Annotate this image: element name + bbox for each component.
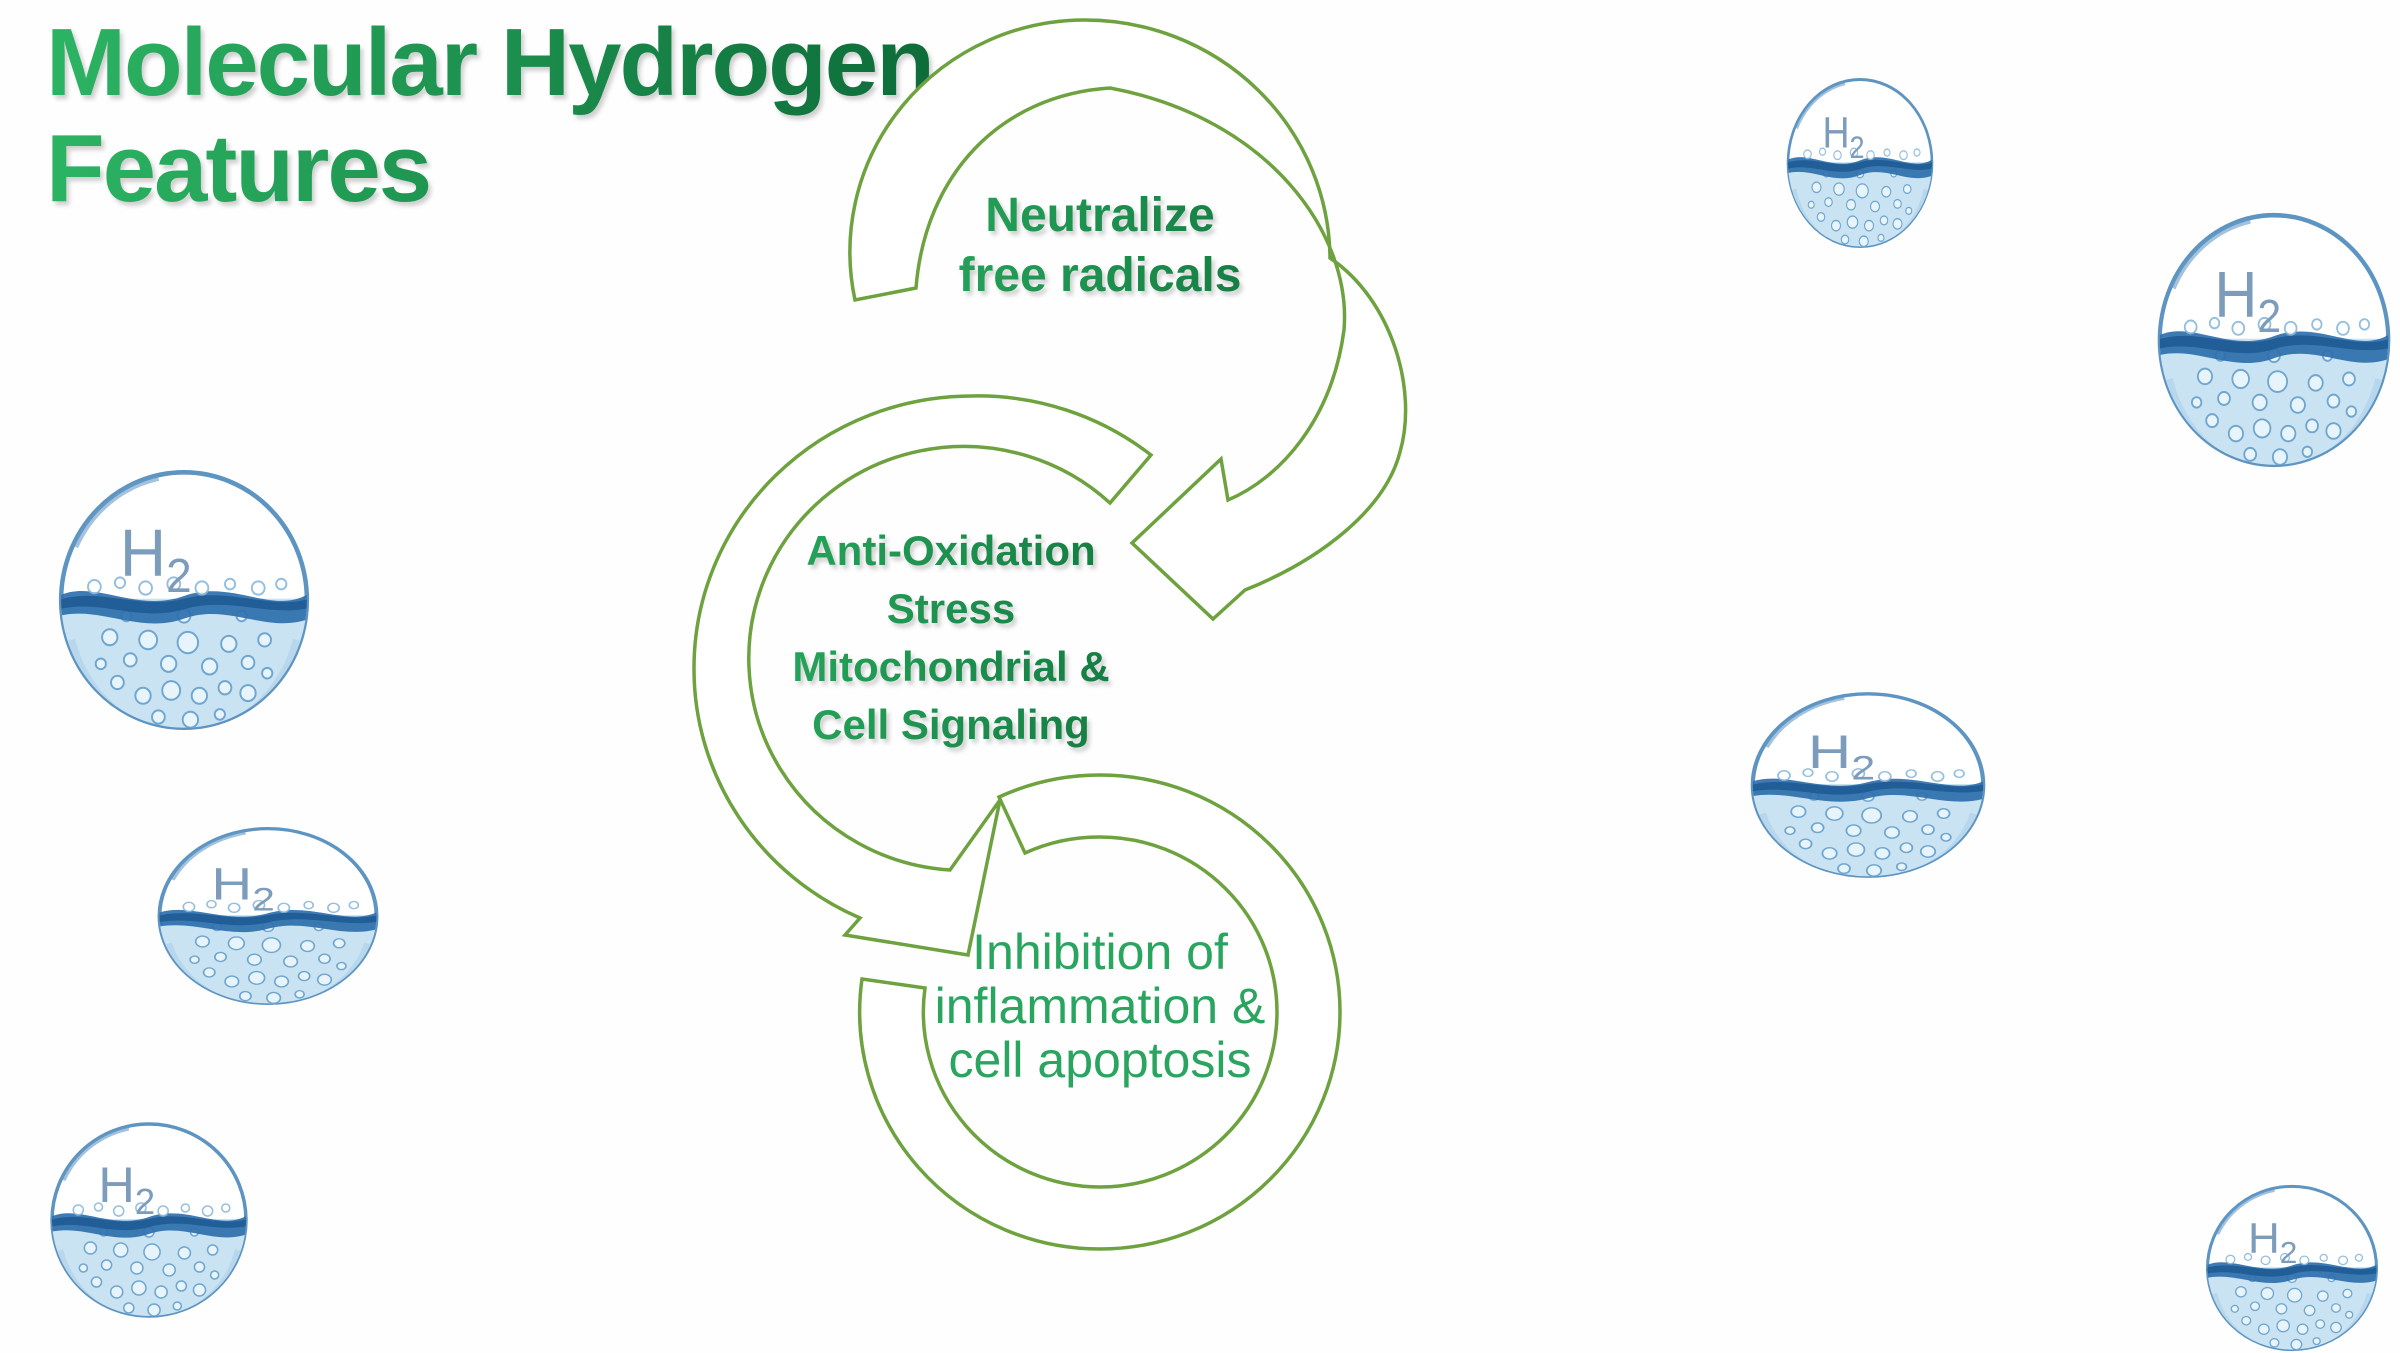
h2-label: H2 [2214,259,2281,342]
h2-label: H2 [98,1157,155,1222]
cycle-arrow-middle [692,394,1154,957]
cycle-arrow-bottom [857,773,1342,1251]
title-line-1: Molecular Hydrogen [46,9,935,116]
h2-bubble: H2 [1785,76,1935,250]
h2-label: H2 [1808,726,1875,787]
step-line: Anti-Oxidation [651,522,1251,580]
h2-label: H2 [1822,108,1864,166]
step-line: Neutralize [800,186,1400,246]
water-bubble-graphic [155,829,381,1007]
step-label-neutralize: Neutralize free radicals [800,186,1400,306]
title-line-2: Features [46,116,933,222]
h2-bubble: H2 [56,467,312,733]
water-bubble-graphic [56,472,312,733]
water-bubble-graphic [48,1124,250,1320]
h2-bubble: H2 [2155,210,2393,470]
page-title: Molecular Hydrogen Features [46,9,935,222]
h2-bubble: H2 [2204,1183,2380,1353]
h2-bubble: H2 [155,825,381,1007]
step-line: Stress [651,580,1251,638]
h2-label: H2 [120,516,192,602]
step-line: Mitochondrial & [651,638,1251,696]
step-label-anti-oxidation: Anti-Oxidation Stress Mitochondrial & Ce… [651,522,1251,754]
step-line: free radicals [800,246,1400,306]
h2-label: H2 [2248,1215,2297,1269]
step-label-inhibition: Inhibition of inflammation & cell apopto… [800,925,1400,1087]
step-line: cell apoptosis [948,1032,1252,1088]
cycle-arrow-top [848,18,1408,622]
step-line: Cell Signaling [651,696,1251,754]
step-line: Inhibition of [972,924,1228,980]
h2-label: H2 [211,859,274,918]
step-line: inflammation & [934,978,1266,1034]
h2-bubble: H2 [48,1120,250,1320]
h2-bubble: H2 [1748,690,1988,880]
